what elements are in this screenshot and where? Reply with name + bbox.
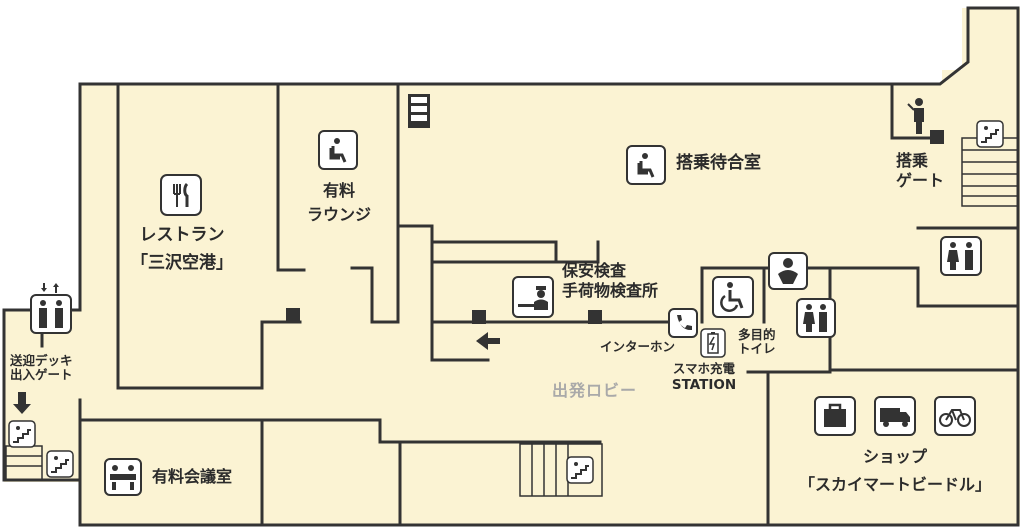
meeting-icon (104, 458, 142, 496)
multipurpose-toilet-label-line2: トイレ (738, 341, 776, 357)
charging-label-line1: スマホ充電 (672, 361, 736, 376)
lounge-label: 有料 ラウンジ (296, 181, 382, 225)
exit-arrow-icon (476, 332, 500, 350)
waiting-room-label: 搭乗待合室 (676, 153, 761, 173)
stairs-up-icon-left (8, 420, 36, 448)
shop-label: ショップ 「スカイマートビードル」 (782, 447, 1008, 495)
bicycle-icon (934, 396, 976, 436)
meeting-room-label: 有料会議室 (152, 467, 233, 486)
restaurant-icon (160, 174, 202, 216)
security-label: 保安検査 手荷物検査所 (562, 261, 659, 301)
security-officer-icon (512, 276, 554, 318)
elevator-arrows-icon (34, 282, 68, 294)
vending-machine-icon (408, 94, 430, 128)
security-label-line1: 保安検査 (562, 261, 627, 280)
restroom-icon-center (796, 298, 836, 338)
truck-icon (874, 396, 916, 436)
waiting-seat-icon (626, 145, 666, 185)
battery-charge-icon (700, 328, 726, 358)
wheelchair-icon (712, 276, 754, 318)
telephone-icon (668, 308, 698, 338)
boarding-gate-label: 搭乗 ゲート (896, 151, 945, 191)
lobby-label: 出発ロビー (552, 381, 638, 400)
lounge-label-line1: 有料 (322, 181, 355, 200)
stairs-up-icon-bottom-left (46, 450, 74, 478)
restaurant-label-line2: 「三沢空港」 (131, 252, 233, 273)
shop-label-line2: 「スカイマートビードル」 (798, 475, 991, 495)
multipurpose-toilet-label-line1: 多目的 (738, 327, 776, 342)
lounge-seat-icon (318, 130, 358, 170)
person-standing-icon (904, 96, 934, 136)
multipurpose-toilet-label: 多目的 トイレ (738, 327, 776, 357)
shop-label-line1: ショップ (862, 447, 927, 466)
stairs-up-icon-gate (976, 120, 1004, 148)
deck-gate-label-line1: 送迎デッキ (10, 353, 73, 368)
charging-label: スマホ充電 STATION (664, 361, 744, 394)
deck-gate-label: 送迎デッキ 出入ゲート (10, 353, 73, 383)
deck-gate-label-line2: 出入ゲート (10, 367, 73, 383)
charging-label-line2: STATION (671, 377, 737, 394)
baby-room-icon (768, 252, 808, 290)
boarding-gate-label-line1: 搭乗 (896, 151, 929, 170)
stairs-up-icon-center (566, 456, 594, 484)
down-arrow-icon (13, 392, 31, 414)
intercom-label: インターホン (600, 339, 676, 354)
restroom-icon (30, 294, 72, 334)
boarding-gate-label-line2: ゲート (896, 171, 945, 191)
restroom-icon-right (940, 236, 982, 276)
restaurant-label: レストラン 「三沢空港」 (122, 225, 242, 273)
lounge-label-line2: ラウンジ (306, 205, 371, 225)
door-markers (286, 130, 944, 324)
restaurant-label-line1: レストラン (139, 225, 225, 245)
bag-icon (814, 396, 856, 436)
security-label-line2: 手荷物検査所 (562, 281, 659, 301)
